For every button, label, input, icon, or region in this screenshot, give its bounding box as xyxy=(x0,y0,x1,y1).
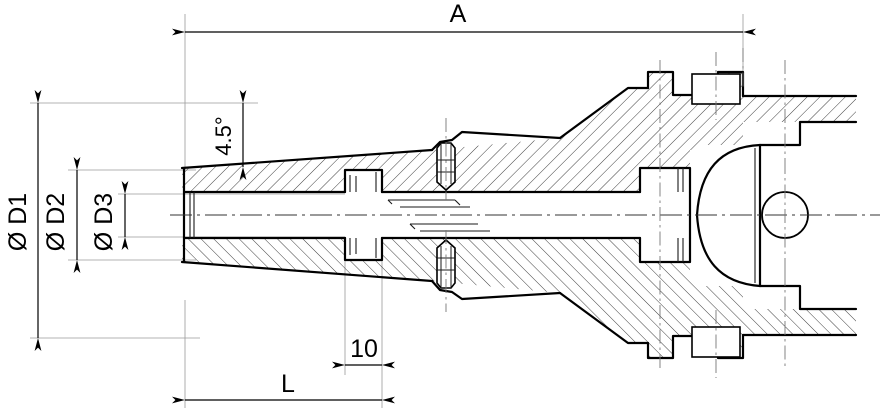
dimension-label-D1: Ø D1 xyxy=(4,193,32,251)
extension-lines xyxy=(30,14,744,408)
dimension-D2: Ø D2 xyxy=(42,157,81,273)
set-screw-hole-lower-threads xyxy=(437,246,455,288)
dimension-label-L: L xyxy=(281,370,295,398)
dimension-D3: Ø D3 xyxy=(90,181,129,251)
tool-holder-body-upper xyxy=(182,72,856,192)
dimension-10: 10 xyxy=(332,335,395,369)
dimension-label-10: 10 xyxy=(350,335,378,363)
dimension-label-angle: 4.5° xyxy=(211,116,236,155)
dimension-label-A: A xyxy=(450,0,467,28)
dimension-label-D3: Ø D3 xyxy=(90,193,118,251)
internal-detail-lines xyxy=(189,148,756,283)
dimension-D1: Ø D1 xyxy=(4,90,42,351)
tool-holder-body-lower xyxy=(182,238,856,358)
dimension-A: A xyxy=(172,0,756,36)
dimension-label-D2: Ø D2 xyxy=(42,193,70,251)
dimension-angle-4-5: 4.5° xyxy=(211,90,247,180)
vertical-center-lines xyxy=(445,48,786,378)
dimension-L: L xyxy=(172,370,395,404)
body-outline xyxy=(180,70,858,360)
